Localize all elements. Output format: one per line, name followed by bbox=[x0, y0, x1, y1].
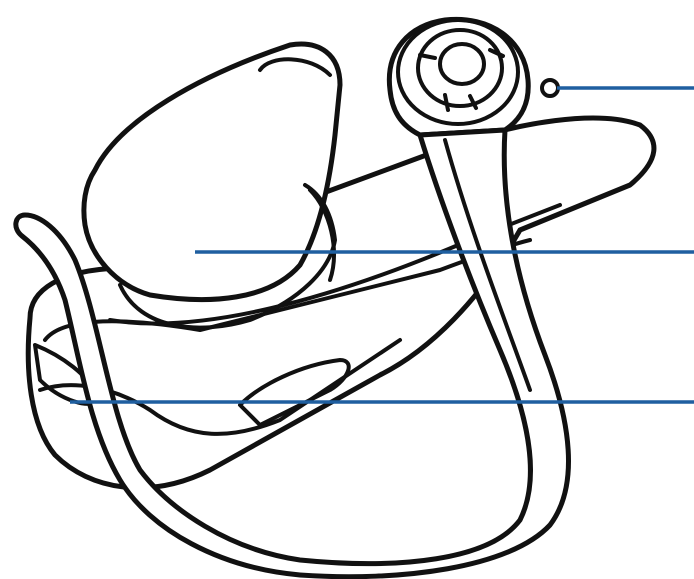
earbud-stem bbox=[389, 19, 558, 135]
indicator-light bbox=[542, 80, 558, 96]
